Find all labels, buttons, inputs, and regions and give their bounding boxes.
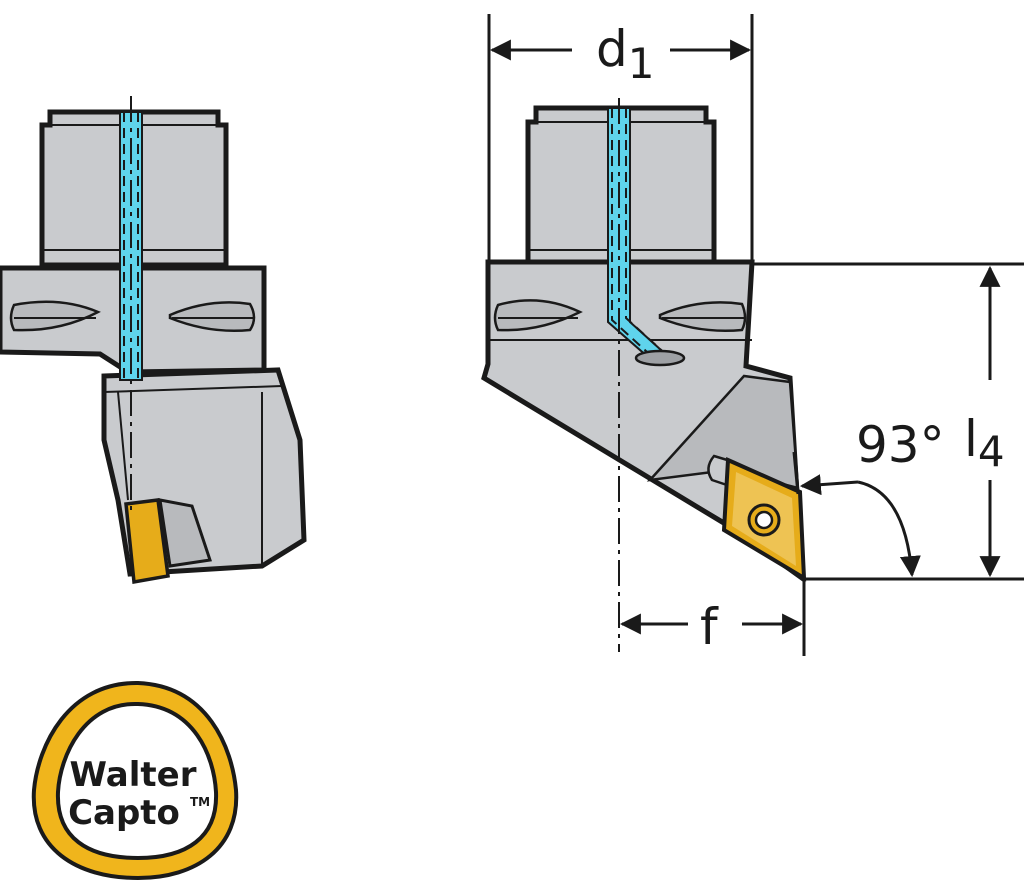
side-clamp	[158, 498, 212, 568]
logo-line-walter: Walter	[70, 755, 197, 795]
logo-inner	[55, 701, 219, 861]
l4-label: l4	[964, 410, 1005, 476]
f-label: f	[700, 598, 719, 656]
front-coolant-outlet	[634, 349, 686, 367]
dimension-labels: d1 l4 f 93°	[596, 20, 1005, 656]
angle-arc	[857, 480, 921, 578]
logo-line-capto: Capto	[68, 793, 180, 833]
side-view	[0, 96, 307, 585]
side-slot-right	[168, 301, 256, 333]
front-view	[481, 98, 807, 652]
logo-trademark: TM	[190, 795, 210, 809]
side-insert	[124, 498, 170, 585]
walter-capto-logo: Walter Capto TM	[31, 680, 239, 881]
d1-label: d1	[596, 20, 654, 88]
angle-label: 93°	[856, 416, 945, 474]
front-slot-right	[658, 301, 747, 333]
dimension-lines	[487, 14, 1024, 656]
side-slot-left	[9, 300, 101, 332]
front-slot-left	[493, 299, 583, 332]
